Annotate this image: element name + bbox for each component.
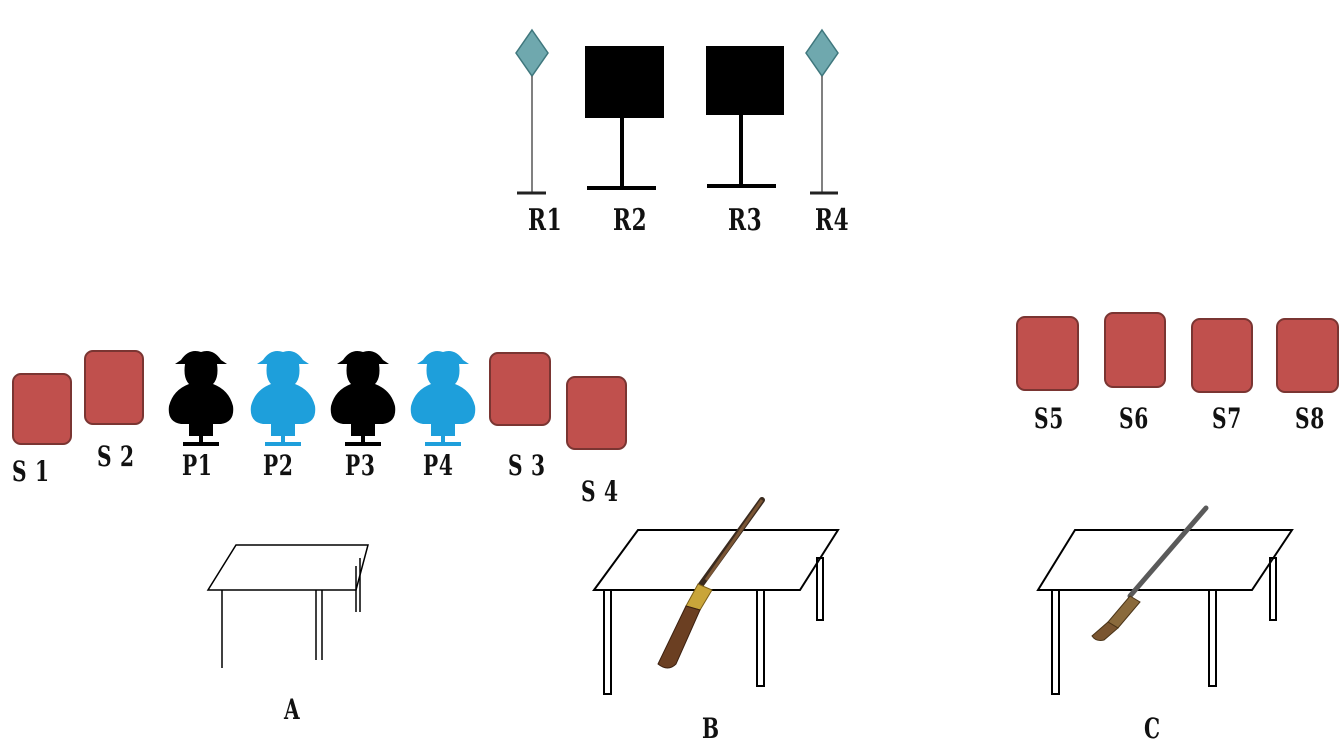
table-a — [206, 544, 369, 668]
shotgun-target-label-s5: S5 — [1034, 402, 1065, 435]
popper-p1 — [168, 351, 234, 446]
shotgun-target-label-s6: S6 — [1119, 402, 1150, 435]
pistol-target-label-p3: P3 — [345, 449, 376, 482]
shotgun-target-label-s4: S 4 — [581, 475, 619, 508]
shotgun-target-s2 — [84, 350, 144, 425]
popper-p3 — [330, 351, 396, 446]
shotgun-target-s7 — [1191, 318, 1253, 393]
pistol-target-label-p2: P2 — [263, 449, 294, 482]
pistol-target-label-p1: P1 — [182, 449, 213, 482]
rifle-icon — [657, 497, 765, 669]
rifle-target-label-r2: R2 — [613, 203, 648, 238]
table-label-b: B — [702, 712, 720, 745]
shotgun-target-label-s7: S7 — [1212, 402, 1243, 435]
table-label-a: A — [284, 693, 301, 726]
shotgun-target-s8 — [1276, 318, 1339, 393]
popper-p2 — [250, 351, 316, 446]
rifle-target-r2 — [585, 46, 664, 190]
shotgun-target-label-s3: S 3 — [508, 449, 546, 482]
rifle-target-r4 — [805, 28, 839, 195]
rifle-target-r3 — [706, 46, 784, 188]
rifle-target-label-r3: R3 — [728, 203, 763, 238]
shotgun-target-label-s1: S 1 — [12, 455, 50, 488]
rifle-target-r1 — [515, 28, 549, 195]
shotgun-target-label-s2: S 2 — [97, 440, 135, 473]
shotgun-target-s4 — [566, 376, 627, 450]
shotgun-target-s5 — [1016, 316, 1079, 391]
shotgun-target-s3 — [489, 352, 551, 426]
rifle-target-label-r4: R4 — [815, 203, 850, 238]
rifle-target-label-r1: R1 — [528, 203, 563, 238]
table-label-c: C — [1144, 712, 1161, 745]
shotgun-target-s6 — [1104, 312, 1166, 388]
shotgun-target-s1 — [12, 373, 72, 445]
shotgun-target-label-s8: S8 — [1295, 402, 1326, 435]
popper-p4 — [410, 351, 476, 446]
table-c — [1036, 529, 1294, 695]
shotgun-icon — [1091, 505, 1209, 641]
pistol-target-label-p4: P4 — [423, 449, 454, 482]
table-b — [592, 529, 840, 695]
